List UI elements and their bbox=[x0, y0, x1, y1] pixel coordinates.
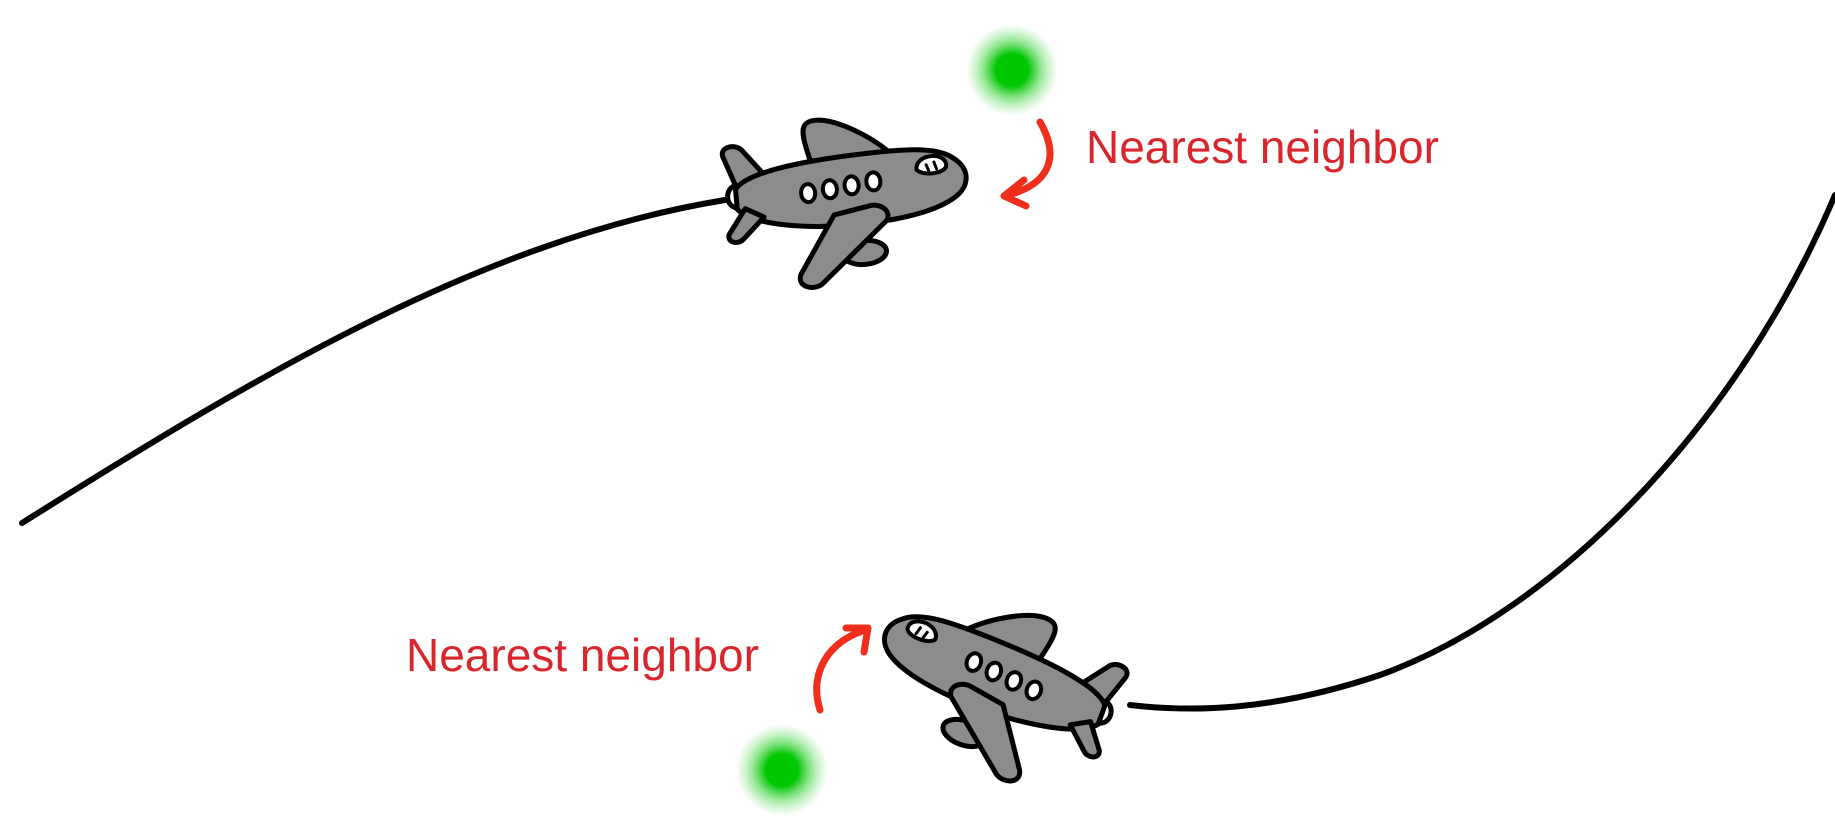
neighbor-dot-bottom bbox=[736, 724, 828, 816]
curved-arrow-icon bbox=[1000, 118, 1054, 210]
airplane-icon bbox=[719, 108, 974, 295]
airplane-icon bbox=[852, 568, 1136, 807]
flight-path-top bbox=[19, 197, 728, 526]
neighbor-dot-top bbox=[966, 24, 1058, 116]
nearest-neighbor-label: Nearest neighbor bbox=[1086, 121, 1439, 173]
curved-arrow-icon bbox=[813, 624, 872, 714]
nearest-neighbor-label: Nearest neighbor bbox=[406, 629, 759, 681]
flight-path-bottom bbox=[1127, 192, 1835, 712]
